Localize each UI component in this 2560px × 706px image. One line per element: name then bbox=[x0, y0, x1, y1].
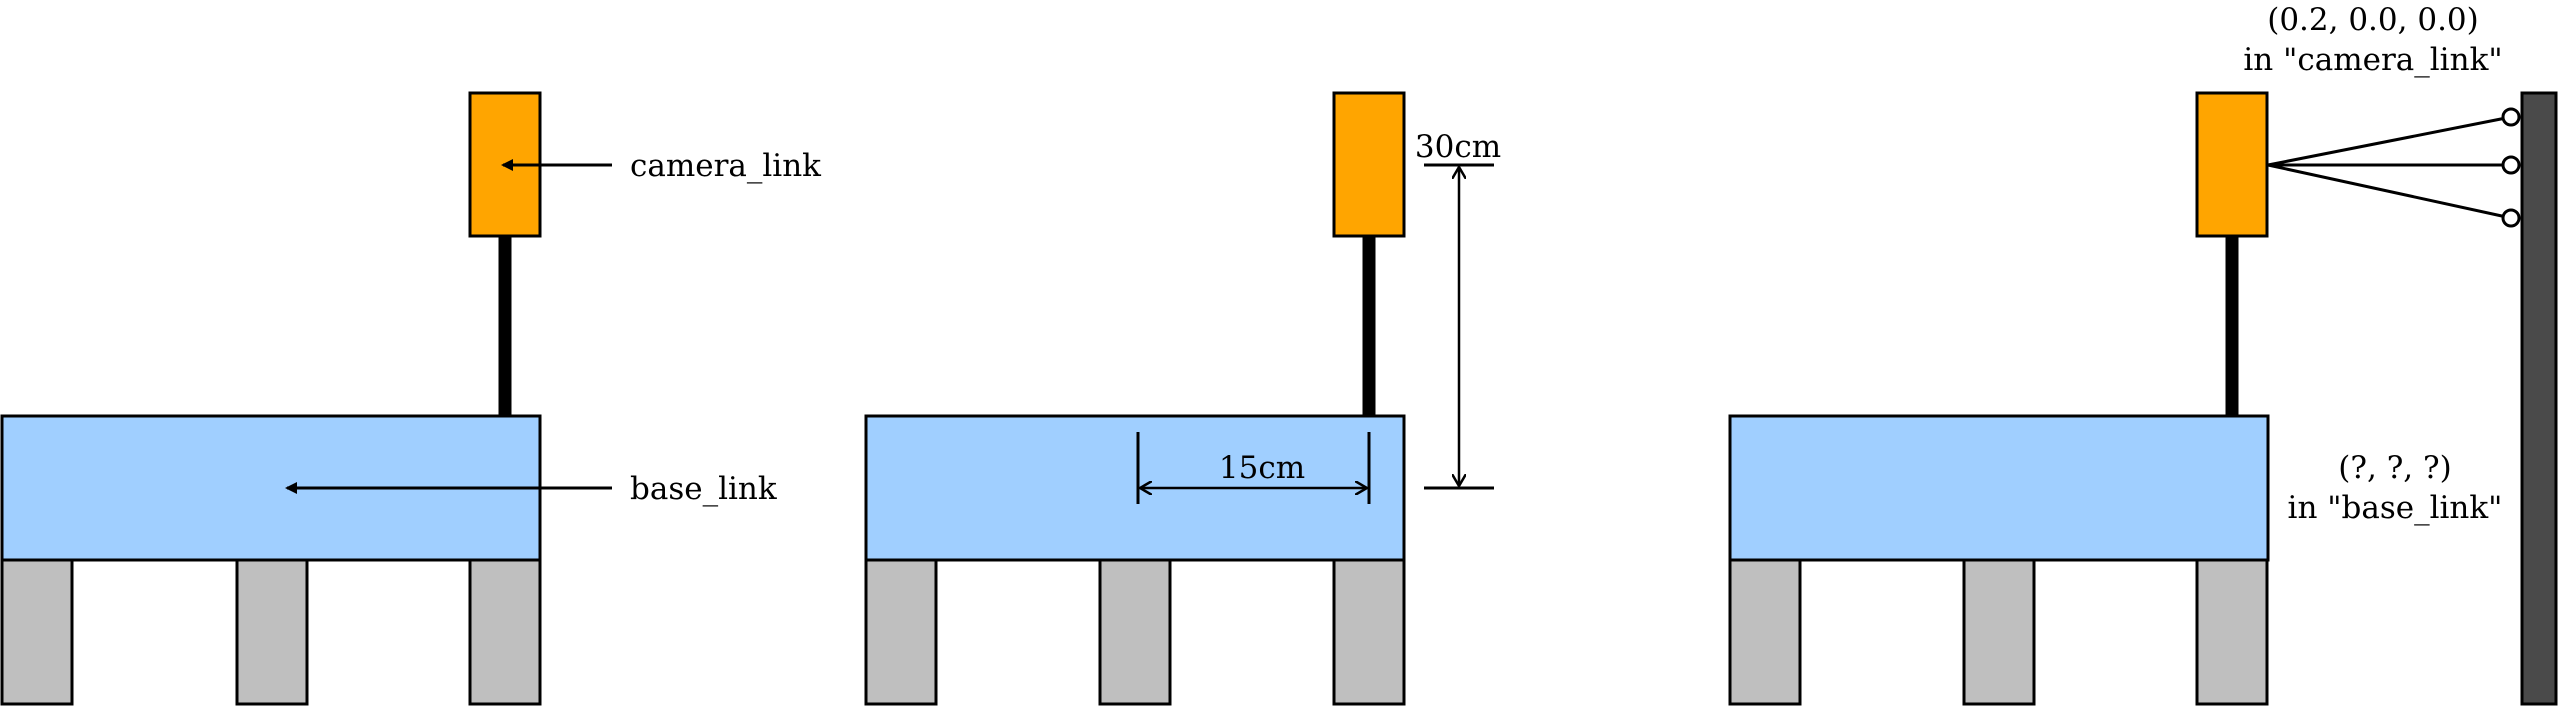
hit-point bbox=[2501, 107, 2521, 127]
leg bbox=[1962, 558, 2036, 706]
hit-point bbox=[2501, 208, 2521, 228]
wall bbox=[2520, 91, 2558, 706]
camera-body bbox=[2195, 91, 2269, 238]
leg bbox=[1098, 558, 1172, 706]
base-link-label: base_link bbox=[630, 471, 777, 507]
leg bbox=[0, 558, 74, 706]
leg bbox=[1332, 558, 1406, 706]
leg bbox=[1728, 558, 1802, 706]
panel-2-robot: 30cm 15cm bbox=[864, 91, 1501, 706]
leg bbox=[2195, 558, 2269, 706]
sensor-ray bbox=[2267, 163, 2512, 220]
leg bbox=[235, 558, 309, 706]
sensor-ray bbox=[2267, 115, 2512, 167]
base-point-coordinates: (?, ?, ?) bbox=[2338, 450, 2451, 486]
leg bbox=[468, 558, 542, 706]
panel-3-robot: (0.2, 0.0, 0.0) in "camera_link" (?, ?, … bbox=[1728, 2, 2558, 706]
hit-point bbox=[2501, 155, 2521, 175]
camera-point-frame: in "camera_link" bbox=[2243, 42, 2502, 78]
leg bbox=[864, 558, 938, 706]
camera-body bbox=[1332, 91, 1406, 238]
camera-point-coordinates: (0.2, 0.0, 0.0) bbox=[2267, 2, 2479, 38]
offset-dimension-label: 15cm bbox=[1219, 450, 1305, 486]
base-body bbox=[1728, 414, 2270, 562]
panel-1-robot: camera_link base_link bbox=[0, 91, 821, 706]
camera-link-label: camera_link bbox=[630, 148, 821, 184]
base-point-frame: in "base_link" bbox=[2288, 490, 2503, 526]
height-dimension-label: 30cm bbox=[1415, 129, 1501, 165]
